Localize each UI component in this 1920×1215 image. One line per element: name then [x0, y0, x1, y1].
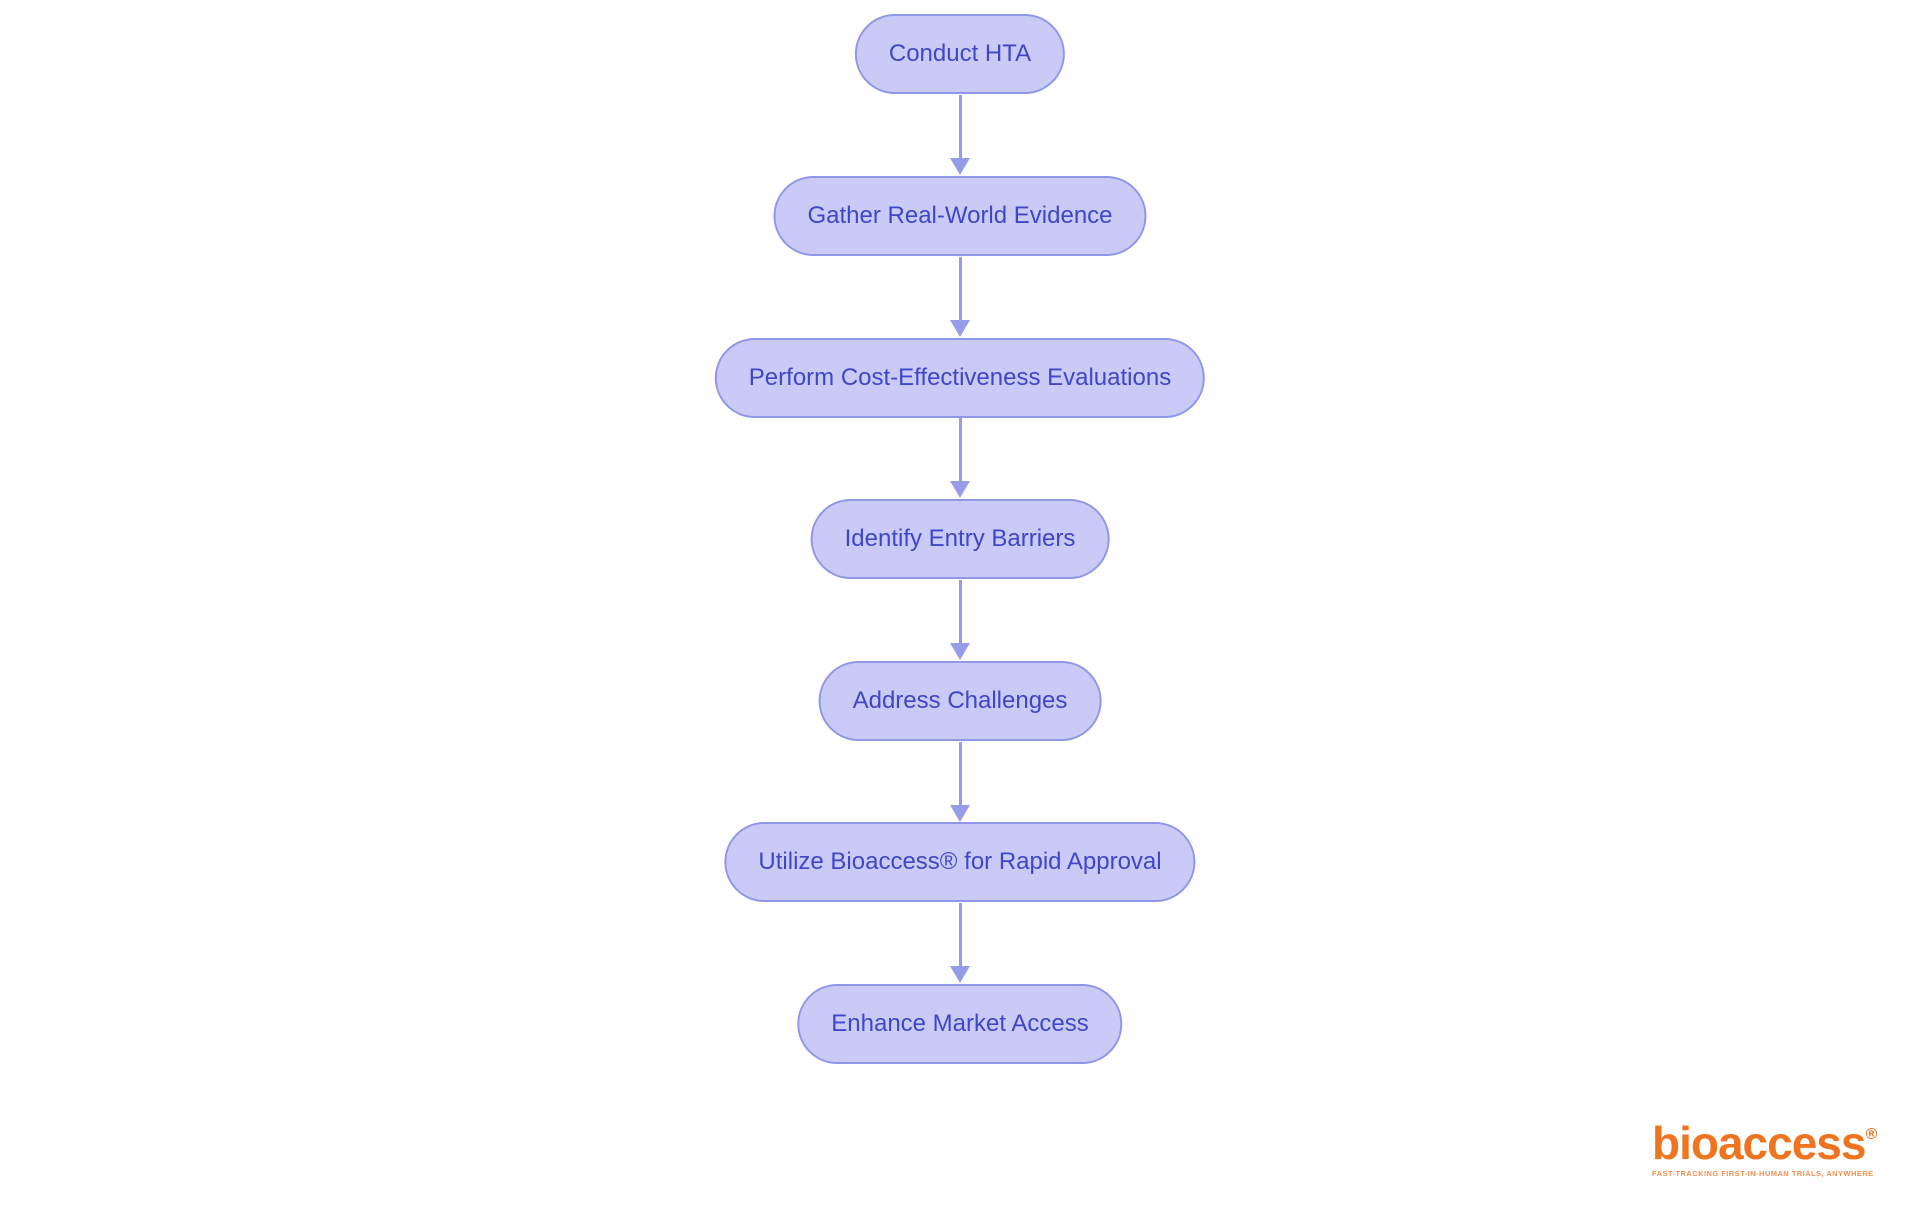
flow-node-enhance-market-access: Enhance Market Access — [797, 984, 1123, 1064]
flow-node-label: Conduct HTA — [888, 40, 1032, 67]
flow-connector — [950, 903, 970, 983]
flow-node-conduct-hta: Conduct HTA — [854, 14, 1066, 94]
flow-node-label: Identify Entry Barriers — [844, 525, 1076, 552]
connector-line — [958, 95, 962, 158]
bioaccess-wordmark: bioaccess® — [1652, 1120, 1878, 1166]
registered-trademark-icon: ® — [1865, 1126, 1878, 1143]
flow-node-label: Perform Cost-Effectiveness Evaluations — [748, 364, 1172, 391]
flow-connector — [950, 742, 970, 822]
flow-connector — [950, 580, 970, 660]
flow-node-utilize-bioaccess-for-rapid-approval: Utilize Bioaccess® for Rapid Approval — [724, 822, 1196, 902]
flow-node-identify-entry-barriers: Identify Entry Barriers — [810, 499, 1110, 579]
bioaccess-brand-text: bioaccess — [1652, 1117, 1866, 1169]
flow-connector — [950, 95, 970, 175]
flow-connector — [950, 418, 970, 498]
arrowhead-down-icon — [950, 643, 970, 660]
connector-line — [958, 742, 962, 805]
flow-node-perform-cost-effectiveness-evaluations: Perform Cost-Effectiveness Evaluations — [714, 338, 1206, 418]
flow-node-label: Gather Real-World Evidence — [807, 202, 1113, 229]
flow-node-label: Address Challenges — [852, 687, 1068, 714]
bioaccess-tagline: FAST-TRACKING FIRST-IN-HUMAN TRIALS, ANY… — [1652, 1168, 1874, 1178]
flow-node-address-challenges: Address Challenges — [818, 661, 1102, 741]
flow-node-gather-real-world-evidence: Gather Real-World Evidence — [773, 176, 1147, 256]
connector-line — [958, 257, 962, 320]
connector-line — [958, 903, 962, 966]
arrowhead-down-icon — [950, 481, 970, 498]
flow-node-label: Utilize Bioaccess® for Rapid Approval — [758, 848, 1162, 875]
arrowhead-down-icon — [950, 805, 970, 822]
arrowhead-down-icon — [950, 158, 970, 175]
flow-connector — [950, 257, 970, 337]
connector-line — [958, 418, 962, 481]
arrowhead-down-icon — [950, 320, 970, 337]
flow-node-label: Enhance Market Access — [831, 1010, 1089, 1037]
arrowhead-down-icon — [950, 966, 970, 983]
connector-line — [958, 580, 962, 643]
bioaccess-logo: bioaccess® FAST-TRACKING FIRST-IN-HUMAN … — [1652, 1120, 1878, 1178]
